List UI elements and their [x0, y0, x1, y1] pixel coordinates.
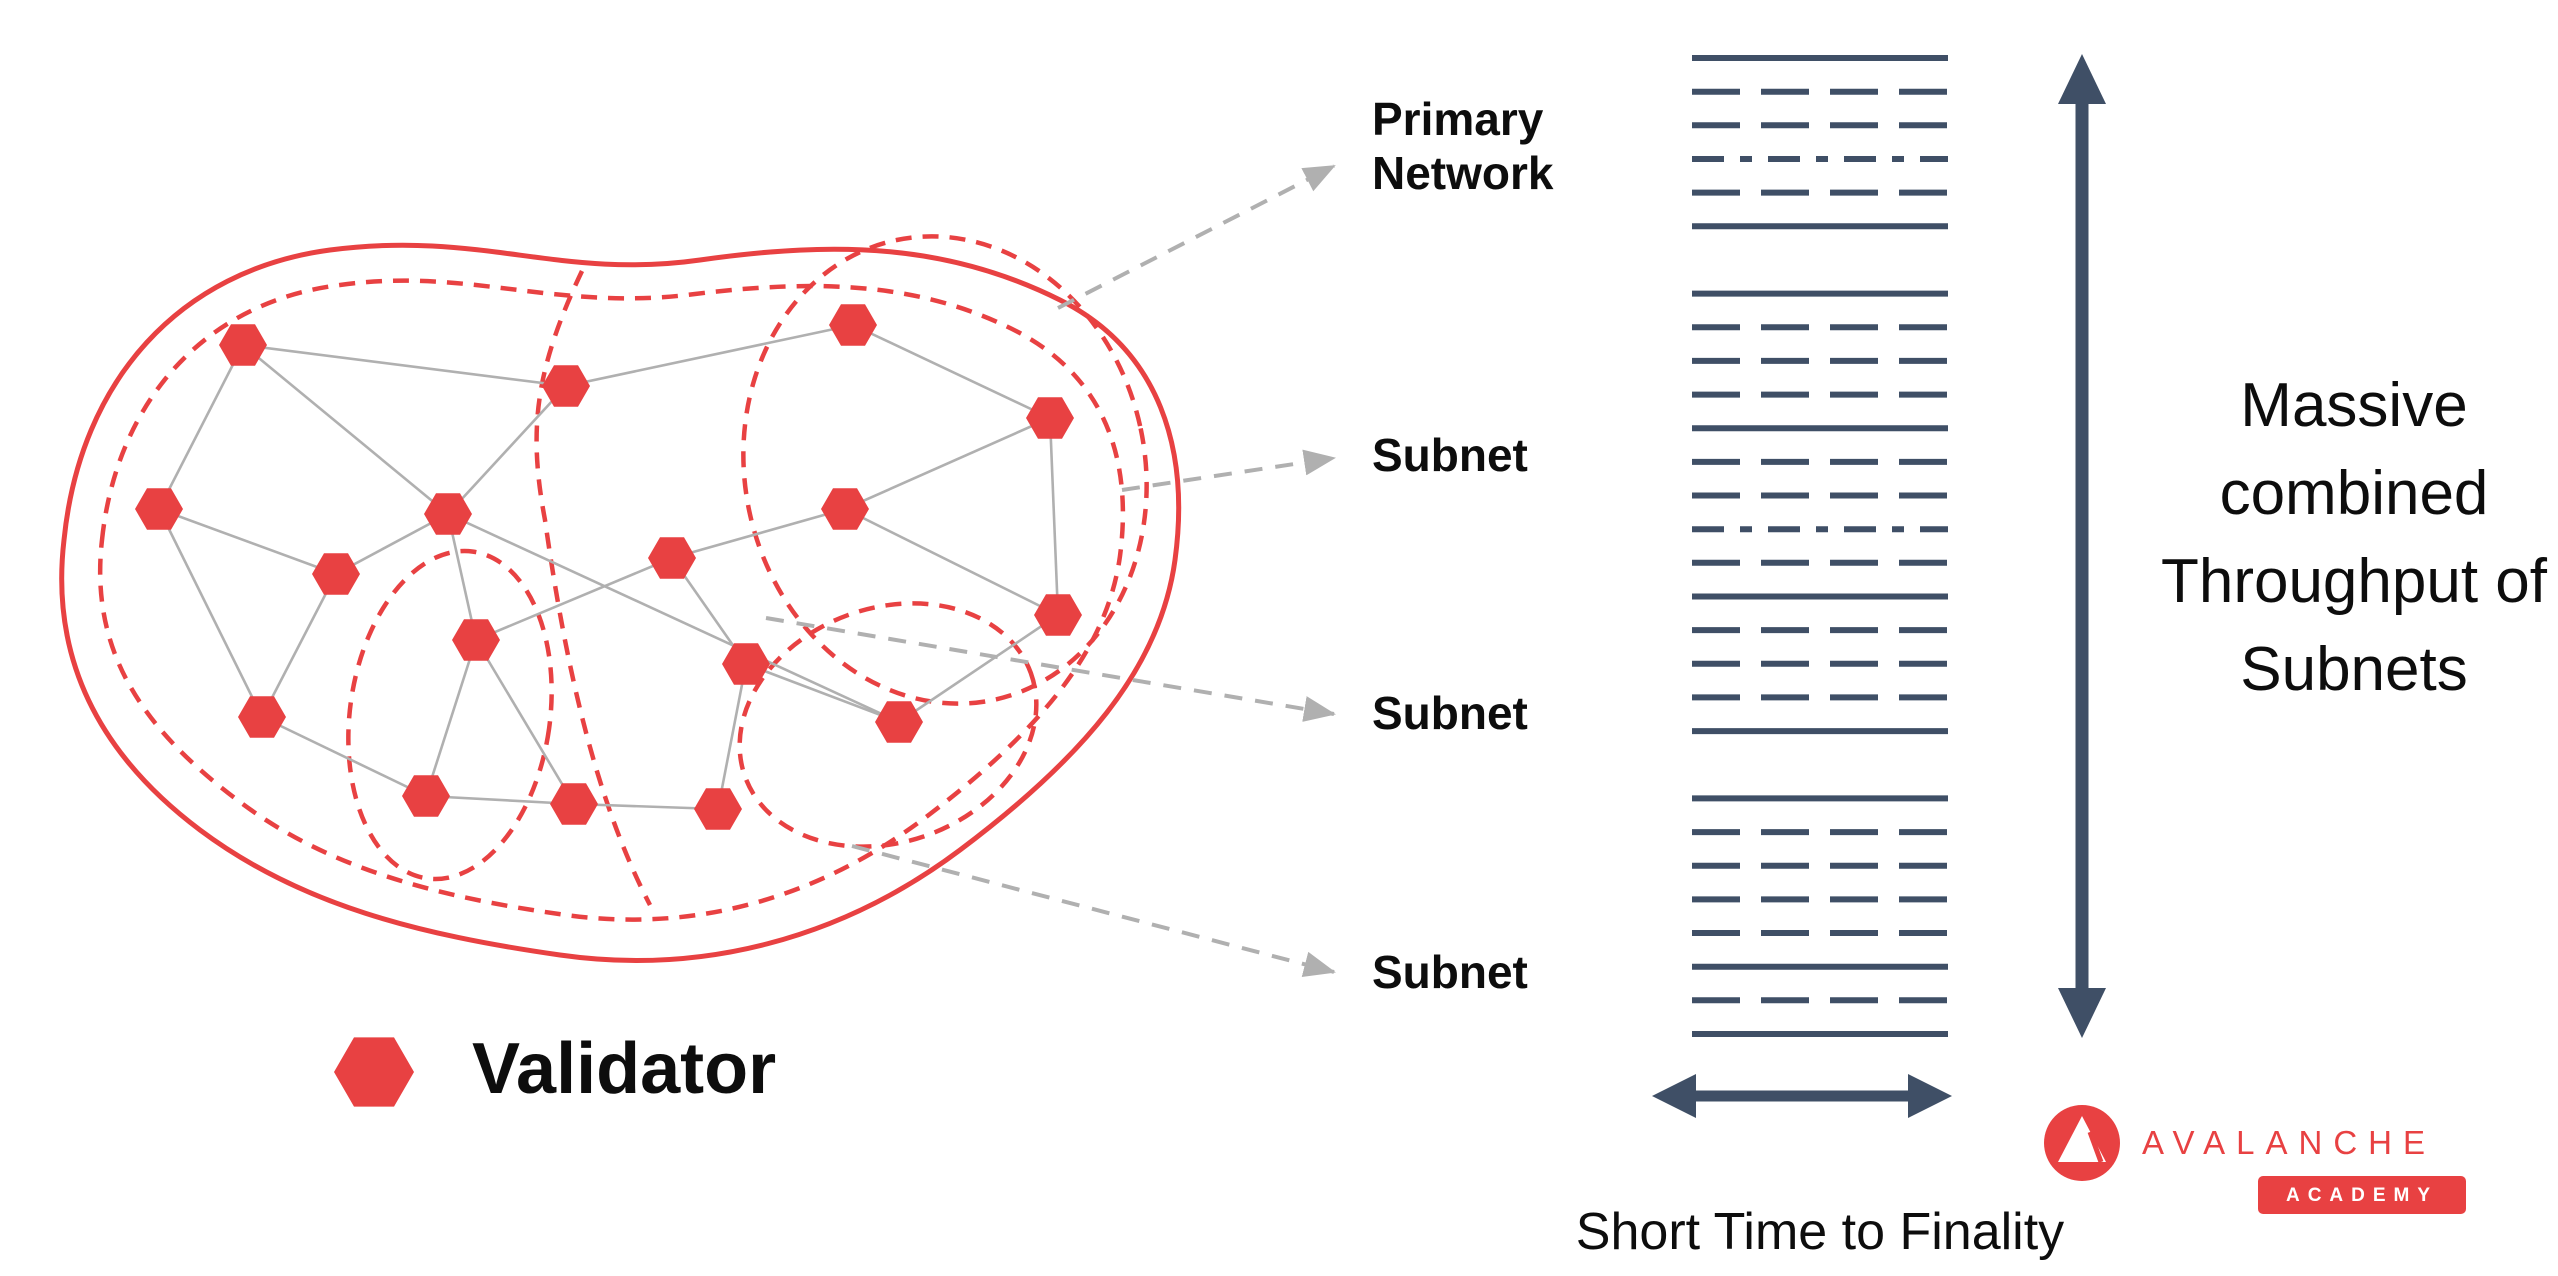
validator-legend-label: Validator	[472, 1029, 777, 1109]
validator-edge	[474, 639, 576, 805]
validator-edge	[671, 507, 846, 560]
validator-node	[648, 537, 696, 579]
callout-label-subnet-bottom: Subnet	[1372, 946, 1528, 998]
validator-edge	[261, 715, 427, 798]
finality-caption: Short Time to Finality	[1575, 1203, 2065, 1261]
arrow-to-subnet-bottom	[851, 844, 1336, 977]
validator-node	[1026, 397, 1074, 439]
academy-badge: ACADEMY	[2258, 1176, 2466, 1214]
subnet-oval-bottom-right	[737, 601, 1039, 849]
validator-node	[542, 365, 590, 407]
validator-edges	[157, 323, 1060, 811]
validator-node	[821, 488, 869, 530]
validator-edge	[844, 507, 1059, 617]
throughput-arrow-head-down	[2058, 988, 2106, 1038]
validator-edge	[157, 508, 264, 718]
avalanche-brand-text: AVALANCHE	[2142, 1124, 2437, 1161]
validator-edge	[242, 343, 449, 516]
throughput-double-arrow-icon	[2058, 54, 2106, 1038]
validator-node	[424, 493, 472, 535]
validator-hexagon-icon	[334, 1037, 414, 1107]
validator-nodes	[135, 304, 1082, 830]
validator-node	[875, 701, 923, 743]
validator-node	[135, 488, 183, 530]
validator-edge	[335, 512, 449, 576]
validator-edge	[716, 663, 748, 810]
subnet-oval-center	[346, 548, 554, 882]
primary-network-outline	[59, 242, 1182, 963]
validator-edge	[745, 662, 900, 724]
validator-edge	[447, 512, 900, 724]
finality-arrow-head-left	[1652, 1074, 1696, 1118]
validator-edge	[898, 613, 1059, 724]
validator-edge	[425, 794, 575, 806]
validator-edge	[475, 556, 673, 642]
callout-label-primary-network: Primary Network	[1372, 93, 1554, 200]
validator-node	[312, 553, 360, 595]
throughput-block-rows	[1692, 55, 1948, 1037]
validator-edge	[242, 343, 567, 388]
validator-node	[550, 783, 598, 825]
arrow-to-subnet-top	[1121, 449, 1336, 492]
validator-node	[1034, 594, 1082, 636]
validator-node	[452, 619, 500, 661]
validator-edge	[1048, 417, 1060, 616]
primary-network-blob	[59, 234, 1182, 963]
callout-arrows	[765, 164, 1336, 977]
throughput-arrow-head-up	[2058, 54, 2106, 104]
arrow-to-primary-network	[1057, 164, 1336, 310]
validator-node	[694, 788, 742, 830]
validator-edge	[852, 323, 1051, 420]
validator-edge	[446, 513, 478, 641]
validator-node	[829, 304, 877, 346]
validator-node	[402, 775, 450, 817]
validator-node	[219, 324, 267, 366]
validator-legend-icon	[334, 1037, 414, 1107]
validator-edge	[260, 573, 338, 718]
finality-double-arrow-icon	[1652, 1074, 1952, 1118]
validator-edge	[573, 802, 719, 811]
callout-label-subnet-top: Subnet	[1372, 429, 1528, 481]
validator-edge	[565, 323, 854, 388]
validator-edge	[158, 507, 337, 576]
avalanche-logo-notch	[2087, 1131, 2104, 1163]
validator-edge	[157, 344, 245, 510]
finality-arrow-head-right	[1908, 1074, 1952, 1118]
validator-node	[238, 696, 286, 738]
avalanche-logo-icon	[2044, 1105, 2120, 1181]
subnet-oval-top-right	[741, 234, 1149, 706]
subnet-divider-curve	[534, 270, 652, 907]
avalanche-logo-triangle	[2058, 1116, 2106, 1162]
validator-edge	[424, 639, 478, 797]
validator-edge	[844, 416, 1051, 511]
primary-network-inner-dashed	[97, 278, 1126, 922]
throughput-caption: Massive combined Throughput of Subnets	[2160, 371, 2548, 705]
arrow-to-subnet-middle	[765, 616, 1336, 722]
validator-edge	[447, 385, 567, 515]
callout-label-subnet-middle: Subnet	[1372, 687, 1528, 739]
validator-node	[722, 643, 770, 685]
